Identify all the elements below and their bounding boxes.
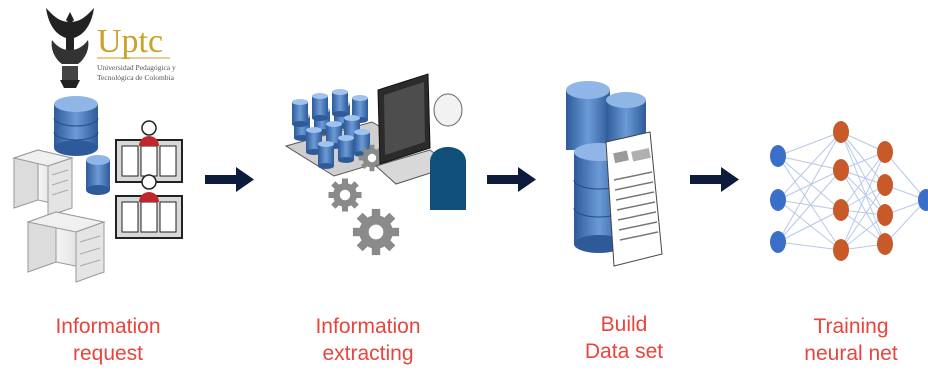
- connection-line: [840, 169, 886, 216]
- neuron-node: [770, 189, 786, 211]
- document-icon: [605, 131, 663, 267]
- step-label-line1: Training: [813, 315, 889, 338]
- connection-line: [840, 214, 886, 251]
- neuron-node: [833, 199, 849, 221]
- step-label-line2: extracting: [322, 342, 414, 365]
- information-extracting-icon: [284, 73, 466, 256]
- logo-subtitle-line1: Universidad Pedagógica y: [97, 63, 176, 72]
- connection-line: [777, 209, 842, 243]
- neural-network-icon: [770, 121, 928, 261]
- logo-name: Uptc: [97, 23, 163, 60]
- neuron-node: [918, 189, 928, 211]
- eagle-crest-icon: [46, 8, 94, 88]
- server-rack-icon: [26, 211, 106, 283]
- database-icon: [53, 96, 99, 156]
- connection-line: [777, 241, 842, 251]
- connection-line: [840, 151, 886, 211]
- arrow-right-icon: [487, 167, 536, 192]
- arrow-right-icon: [205, 167, 254, 192]
- database-small-icon: [86, 155, 110, 195]
- connection-line: [777, 155, 842, 171]
- step-label-line2: neural net: [804, 342, 898, 365]
- neuron-node: [877, 204, 893, 226]
- step-label-line1: Build: [600, 313, 648, 336]
- connection-line: [777, 131, 842, 243]
- database-small-icon: [292, 99, 308, 127]
- step-label-build-dataset: Build Data set: [554, 311, 694, 365]
- database-small-icon: [318, 141, 334, 169]
- neuron-node: [877, 233, 893, 255]
- database-small-icon: [338, 135, 354, 163]
- database-cluster-icon: [292, 89, 370, 169]
- connection-line: [840, 131, 886, 216]
- arrow-right-icon: [690, 167, 739, 192]
- connection-line: [777, 131, 842, 157]
- neuron-node: [770, 231, 786, 253]
- connection-line: [840, 209, 886, 245]
- uptc-logo: Uptc Universidad Pedagógica y Tecnológic…: [46, 8, 176, 88]
- neuron-node: [833, 121, 849, 143]
- connection-line: [777, 199, 842, 211]
- database-small-icon: [332, 89, 348, 117]
- step-label-line1: Information: [55, 315, 161, 338]
- connection-line: [777, 199, 842, 251]
- step-label-information-extracting: Information extracting: [288, 313, 448, 367]
- build-dataset-icon: [566, 81, 663, 267]
- step-label-line2: Data set: [584, 340, 664, 363]
- connection-line: [777, 169, 842, 201]
- step-label-training-neural-net: Training neural net: [776, 313, 926, 367]
- person-icon: [430, 93, 466, 210]
- neuron-node: [877, 141, 893, 163]
- connection-line: [777, 155, 842, 251]
- connection-line: [884, 151, 927, 201]
- connection-line: [840, 184, 886, 251]
- neuron-node: [877, 174, 893, 196]
- connection-line: [840, 151, 886, 251]
- information-request-icon: [12, 96, 183, 283]
- logo-subtitle-line2: Tecnológica de Colombia: [97, 73, 175, 82]
- user-group-icon: [115, 120, 183, 239]
- server-rack-icon: [12, 149, 74, 217]
- connection-line: [777, 131, 842, 201]
- connection-line: [777, 169, 842, 243]
- neuron-node: [833, 159, 849, 181]
- step-label-line1: Information: [315, 315, 421, 338]
- connection-line: [840, 131, 886, 245]
- connection-line: [884, 199, 927, 245]
- step-label-information-request: Information request: [28, 313, 188, 367]
- connection-line: [840, 169, 886, 245]
- connection-line: [777, 155, 842, 211]
- neuron-node: [770, 145, 786, 167]
- step-label-line2: request: [72, 342, 144, 365]
- neuron-node: [833, 239, 849, 261]
- database-small-icon: [312, 93, 328, 121]
- connection-line: [840, 131, 886, 186]
